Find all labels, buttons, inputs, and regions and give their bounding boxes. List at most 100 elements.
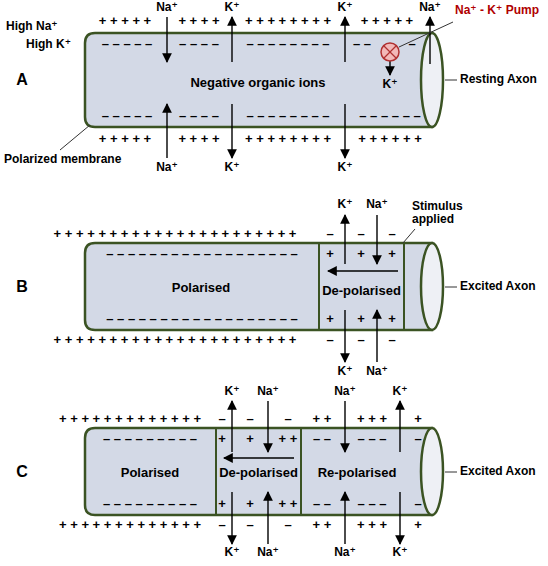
ion-label: Na⁺ [257,546,279,559]
ion-label: K⁺ [338,161,353,174]
charge-signs: + [246,497,254,511]
region-label: De-polarised [219,465,298,480]
impulse-arrow [224,457,294,458]
charge-signs: – – – [358,497,387,511]
charge-signs: – – – – – – – – – [103,497,197,511]
charge-signs: – – – – – – – – – – – – – – – – – – [106,312,298,326]
ion-arrow [231,492,232,544]
charge-signs: – [408,37,415,51]
ion-arrow [166,104,167,158]
charge-signs: – [284,412,291,426]
axon-end [421,428,443,515]
charge-signs: + + [279,497,298,511]
charge-signs: + [357,247,365,261]
charge-signs: + + [279,432,298,446]
charge-signs: + + + + + + + + + + + + + [59,518,201,532]
charge-signs: + [388,247,396,261]
charge-signs: – [357,227,364,241]
ion-arrow [267,492,268,544]
charge-signs: + + + + + + + + + + + + + + + + + + + + … [54,227,297,241]
sodium-potassium-pump [381,43,399,61]
panel-letter: B [16,278,28,296]
charge-signs: – [388,333,395,347]
charge-signs: + + + + + + + + [245,132,331,146]
charge-signs: – [246,412,253,426]
leader-line [445,472,457,473]
charge-signs: – – [313,432,331,446]
leader-line [60,125,90,150]
annotation-label: Resting Axon [460,73,537,86]
ion-label: K⁺ [393,546,408,559]
annotation-label: Excited Axon [460,465,536,478]
charge-signs: + + + + + [99,14,151,28]
annotation-label: Excited Axon [460,280,536,293]
charge-signs: – – – – – – – – [246,37,329,51]
ion-label: Na⁺ [419,1,441,14]
ion-arrow [344,215,345,264]
ion-arrow [231,104,232,158]
leader-line [445,80,457,81]
ion-arrow [267,401,268,452]
panel-letter: A [16,71,28,89]
charge-signs: + [326,247,334,261]
region-label: De-polarised [322,283,401,298]
ion-arrow [344,401,345,452]
charge-signs: – [284,518,291,532]
charge-signs: – – – – – [102,37,153,51]
charge-signs: – [218,412,225,426]
axon-body [85,33,432,127]
charge-signs: – [357,333,364,347]
ion-arrow [344,492,345,544]
ion-arrow [344,104,345,158]
charge-signs: – – – – [179,109,219,123]
charge-signs: + [246,432,254,446]
ion-arrow [429,17,430,64]
region-label: Polarised [121,465,180,480]
leader-line [445,287,457,288]
charge-signs: – [414,497,421,511]
charge-signs: + [357,312,365,326]
annotation-label: Polarized membrane [4,153,121,166]
charge-signs: + + + + + + + + [245,14,331,28]
charge-signs: – – – – – [102,109,153,123]
charge-signs: – – – – – – [359,109,420,123]
charge-signs: – [414,432,421,446]
ion-arrow [399,401,400,452]
charge-signs: + [414,412,422,426]
charge-signs: + + + [357,518,387,532]
region-label: Re-polarised [318,465,397,480]
annotation-label: High K⁺ [26,38,71,51]
ion-label: Na⁺ [334,546,356,559]
ion-label: Na⁺ [366,198,388,211]
charge-signs: – [246,518,253,532]
axon-end [421,33,443,127]
ion-arrow [344,17,345,62]
ion-label: Na⁺ [156,161,178,174]
charge-signs: + + + + [178,132,219,146]
charge-signs: + [388,312,396,326]
charge-signs: – – – – – – – – – [103,432,197,446]
charge-signs: + + + + + [361,14,413,28]
charge-signs: – [326,227,333,241]
charge-signs: – [388,227,395,241]
charge-signs: + + + [357,412,387,426]
charge-signs: + + + + + + + + + + + + + + + + + + + + … [54,333,297,347]
annotation-label: High Na⁺ [6,20,58,33]
annotation-label: Stimulus applied [412,200,482,226]
ion-label: K⁺ [225,546,240,559]
ion-arrow [231,17,232,62]
ion-arrow [399,492,400,544]
axon-end [421,243,443,330]
ion-label: K⁺ [225,161,240,174]
charge-signs: + [326,312,334,326]
charge-signs: – – – – – – – – [246,109,329,123]
ion-label: Na⁺ [257,385,279,398]
ion-label: K⁺ [393,385,408,398]
charge-signs: + [218,432,226,446]
region-label: Polarised [172,280,231,295]
ion-label: K⁺ [338,365,353,378]
charge-signs: + + + + + + [358,132,422,146]
ion-arrow [376,310,377,362]
impulse-arrow [328,270,398,271]
